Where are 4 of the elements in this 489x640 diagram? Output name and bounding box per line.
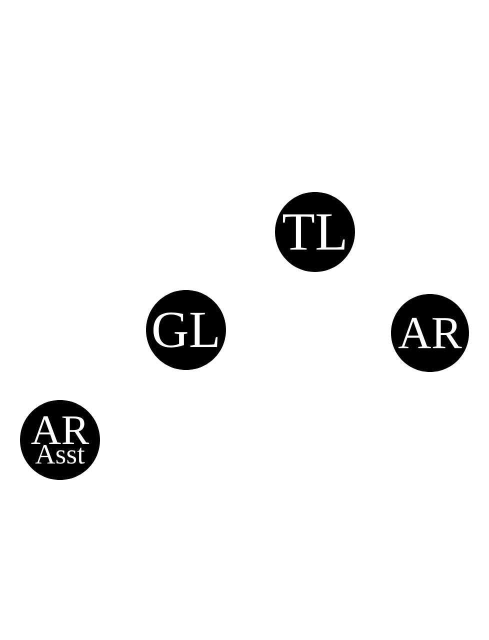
circle-node: TL <box>275 192 355 272</box>
circle-node: AR Asst <box>20 400 100 480</box>
circle-node: AR <box>391 294 469 372</box>
circle-node: GL <box>146 290 226 370</box>
